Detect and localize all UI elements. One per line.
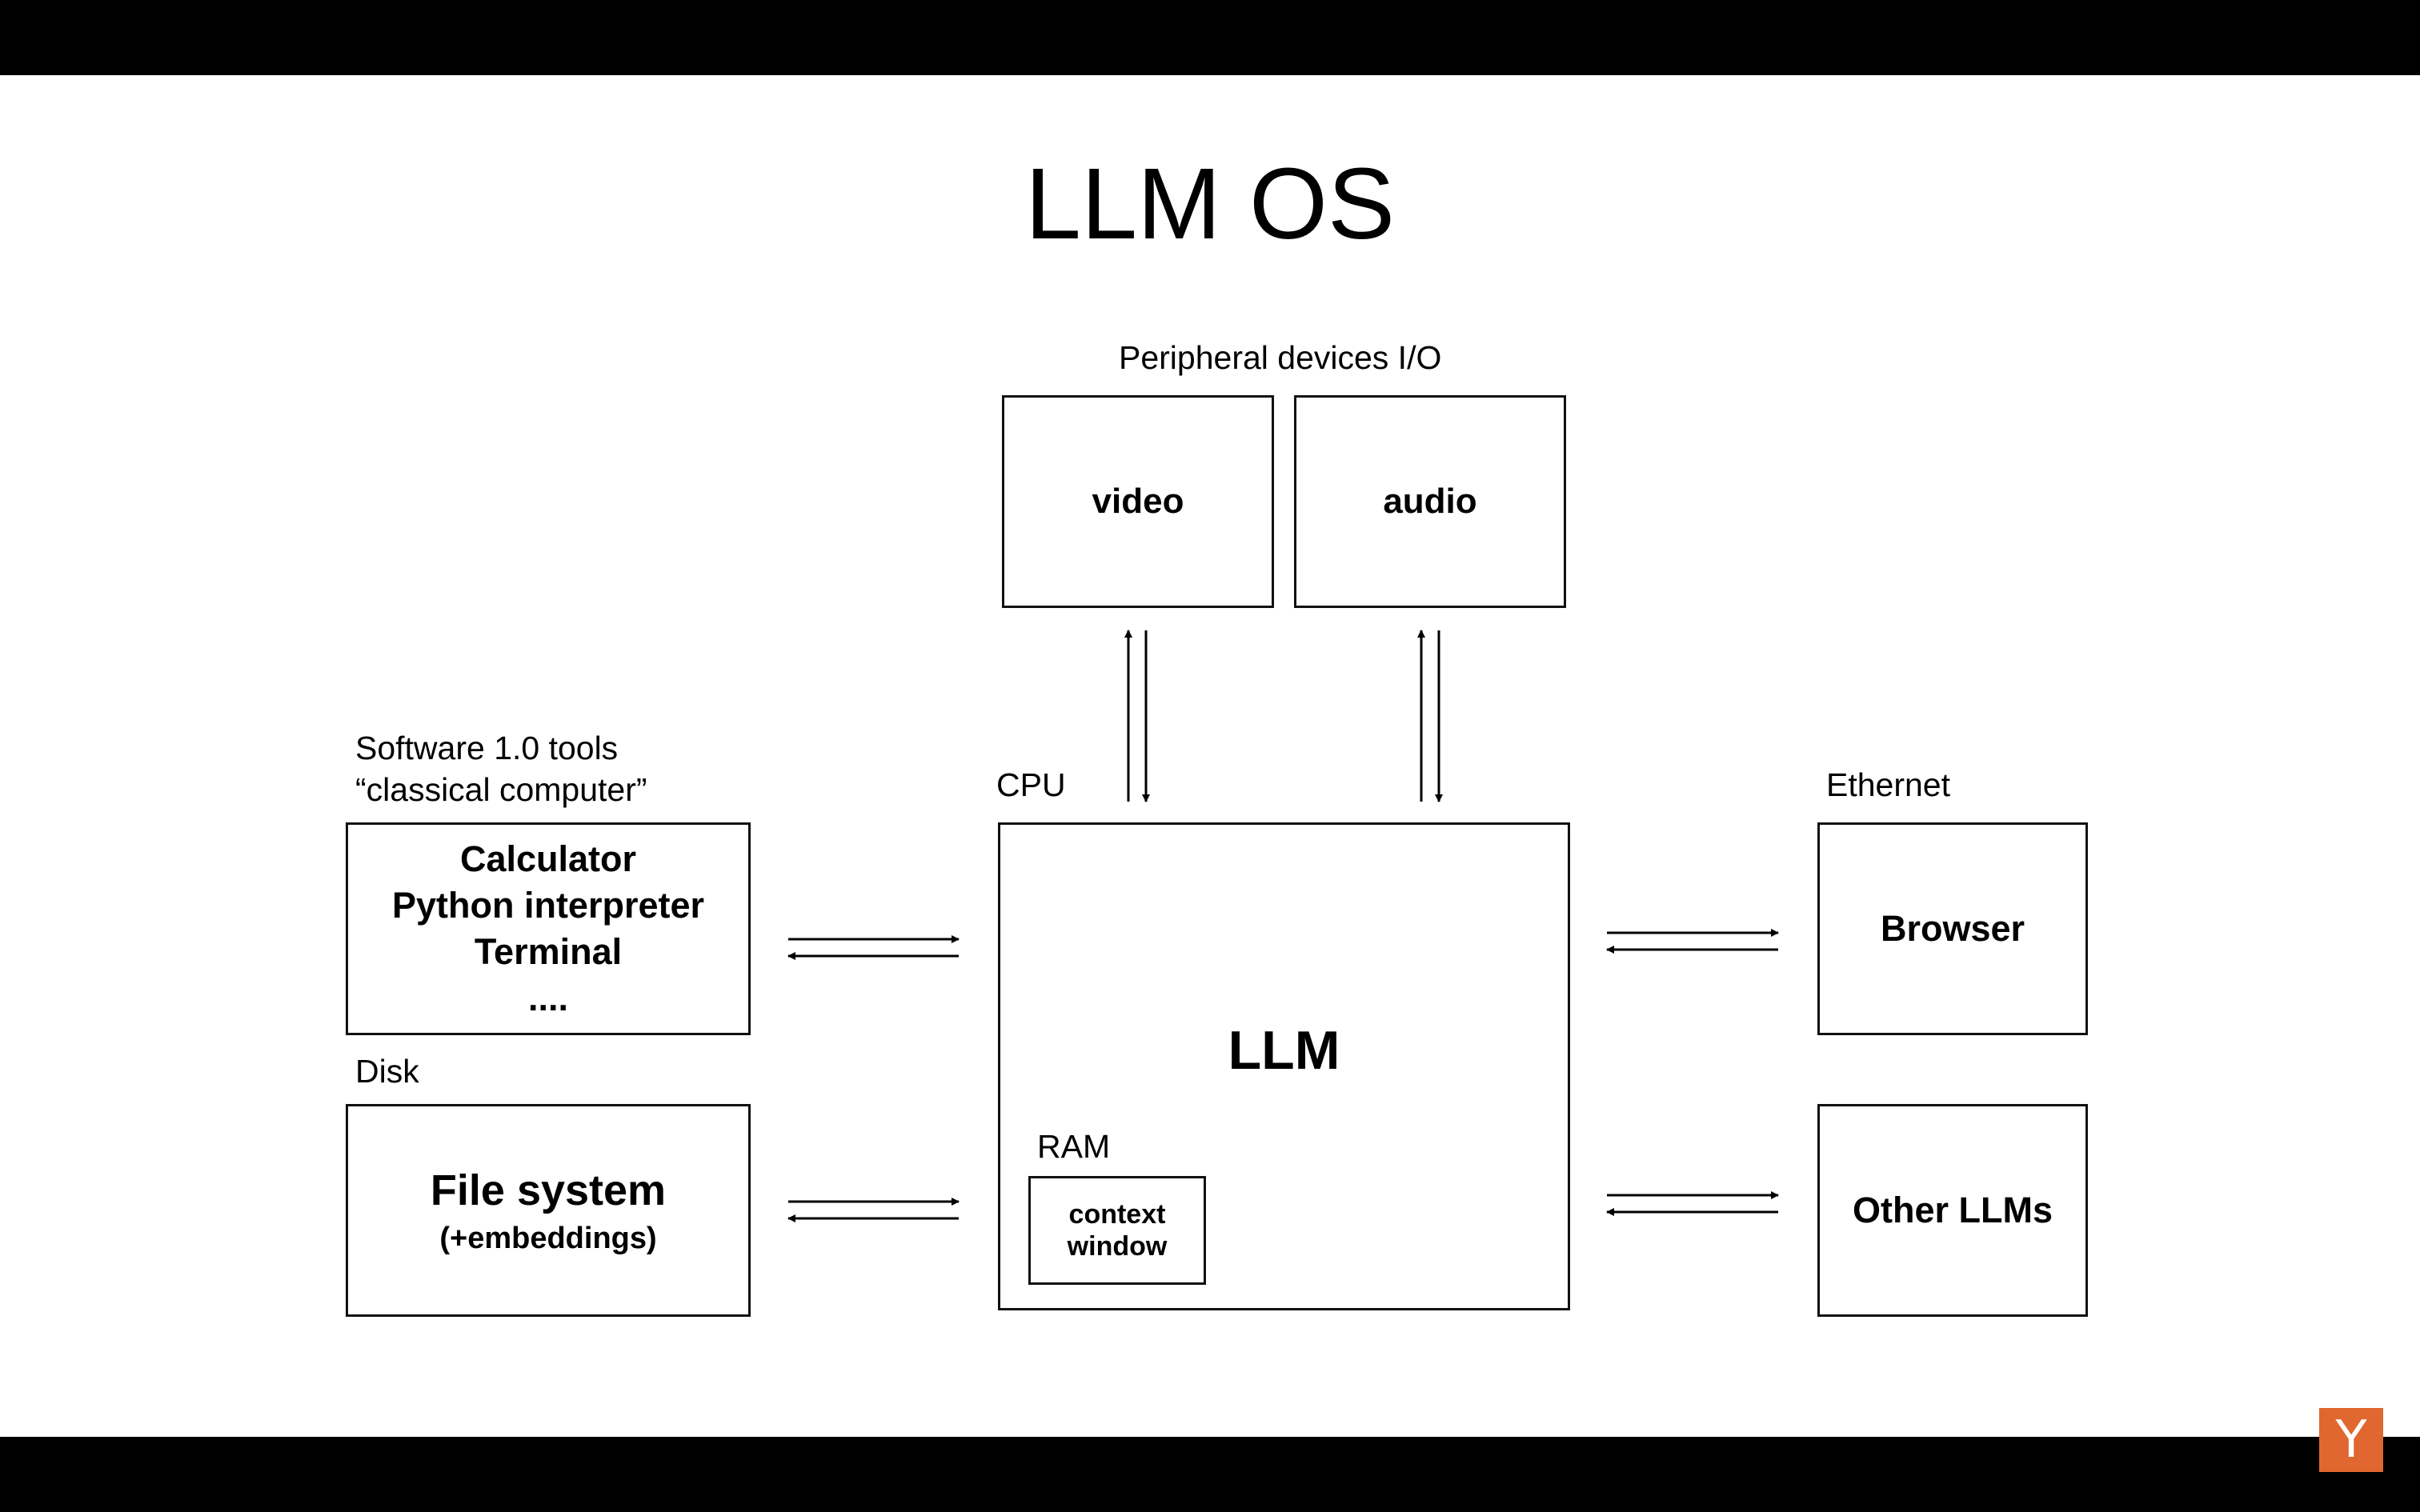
tool-calculator: Calculator bbox=[459, 838, 637, 879]
ram-label: RAM bbox=[1037, 1128, 1111, 1165]
ethernet-label: Ethernet bbox=[1826, 766, 1950, 803]
software-label: Software 1.0 tools bbox=[355, 730, 619, 766]
cpu-label: CPU bbox=[996, 766, 1066, 803]
browser-label: Browser bbox=[1880, 908, 2025, 949]
slide-title: LLM OS bbox=[1024, 147, 1396, 260]
classical-computer-label: “classical computer” bbox=[355, 771, 647, 808]
disk-label: Disk bbox=[355, 1053, 419, 1090]
embeddings-label: (+embeddings) bbox=[439, 1221, 657, 1255]
connector-arrows bbox=[787, 630, 1779, 1222]
tool-terminal: Terminal bbox=[474, 931, 623, 972]
filesystem-box: File system (+embeddings) bbox=[346, 1104, 751, 1317]
llm-box: LLM bbox=[998, 822, 1570, 1310]
video-box: video bbox=[1002, 395, 1274, 608]
tool-ellipsis: .... bbox=[527, 978, 568, 1018]
context-label: context bbox=[1068, 1199, 1166, 1230]
browser-box: Browser bbox=[1817, 822, 2088, 1035]
window-label: window bbox=[1067, 1231, 1168, 1262]
other-llms-box: Other LLMs bbox=[1817, 1104, 2088, 1317]
peripheral-label: Peripheral devices I/O bbox=[1119, 339, 1442, 376]
audio-box: audio bbox=[1294, 395, 1566, 608]
llm-label: LLM bbox=[1228, 1020, 1340, 1081]
audio-label: audio bbox=[1383, 482, 1477, 521]
tools-box: Calculator Python interpreter Terminal .… bbox=[346, 822, 751, 1035]
yc-logo: Y bbox=[2319, 1408, 2383, 1472]
tool-python-interpreter: Python interpreter bbox=[391, 885, 705, 926]
slide: LLM OS Peripheral devices I/O video audi… bbox=[0, 75, 2420, 1437]
context-window-box: context window bbox=[1028, 1176, 1206, 1285]
filesystem-label: File system bbox=[430, 1166, 667, 1214]
video-label: video bbox=[1092, 482, 1184, 521]
other-llms-label: Other LLMs bbox=[1852, 1190, 2053, 1230]
